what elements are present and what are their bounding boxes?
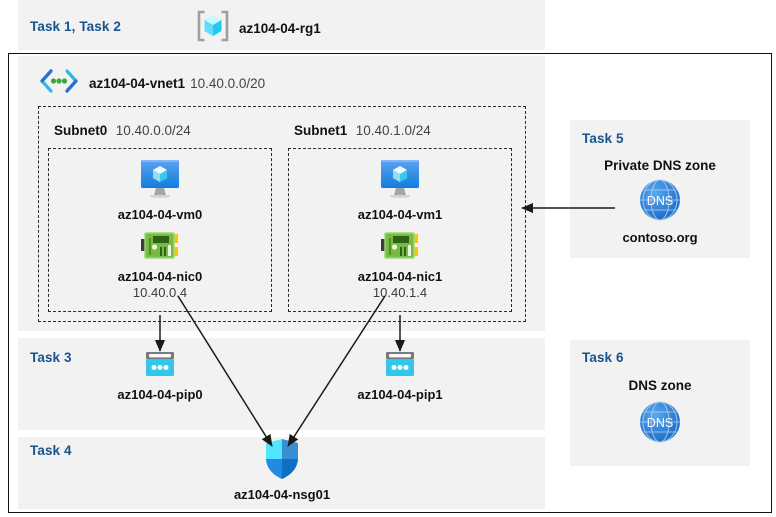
subnet0-cidr: 10.40.0.0/24 [115,123,191,138]
pip1-node[interactable]: az104-04-pip1 [340,350,460,402]
public-ip-address-icon [382,350,418,385]
vm1-label: az104-04-vm1 [357,207,443,222]
network-security-group-icon [263,438,301,485]
vm0-label: az104-04-vm0 [117,207,203,222]
dns-icon-text: DNS [647,194,673,208]
nsg-label: az104-04-nsg01 [233,487,331,502]
virtual-machine-icon [378,158,422,205]
vnet-name: az104-04-vnet1 [89,76,186,91]
pip1-label: az104-04-pip1 [357,387,443,402]
task3-panel [18,338,545,430]
public-ip-address-icon [142,350,178,385]
dns-zone-title: DNS zone [628,378,692,393]
subnet1-box [288,148,512,312]
vm1-node[interactable]: az104-04-vm1 [340,158,460,222]
resource-group-header: az104-04-rg1 [196,10,321,47]
resource-group-icon [196,10,230,47]
subnet1-cidr: 10.40.1.0/24 [355,123,431,138]
vnet-cidr: 10.40.0.0/20 [190,76,266,91]
task-label-5: Task 5 [582,131,624,146]
vnet-header: az104-04-vnet1 10.40.0.0/20 [38,68,265,99]
pip0-label: az104-04-pip0 [117,387,203,402]
dns-icon-text: DNS [647,416,673,430]
dns-zone-icon: DNS [637,399,683,450]
nic0-ip: 10.40.0.4 [132,285,188,300]
subnet1-title: Subnet1 10.40.1.0/24 [294,122,431,140]
network-interface-icon [140,230,180,267]
subnet0-title: Subnet0 10.40.0.0/24 [54,122,191,140]
subnet0-box [48,148,272,312]
private-dns-zone-title: Private DNS zone [604,158,716,173]
subnet1-name: Subnet1 [294,123,348,138]
nic0-node[interactable]: az104-04-nic0 10.40.0.4 [100,230,220,300]
nsg-node[interactable]: az104-04-nsg01 [222,438,342,502]
dns-zone-icon: DNS [637,177,683,228]
dns-zone-node[interactable]: DNS zone DNS [575,378,745,450]
task-label-6: Task 6 [582,350,624,365]
virtual-network-icon [38,68,80,99]
nic0-label: az104-04-nic0 [117,269,203,284]
virtual-machine-icon [138,158,182,205]
private-dns-zone-node[interactable]: Private DNS zone DNS contoso.org [575,158,745,245]
nic1-node[interactable]: az104-04-nic1 10.40.1.4 [340,230,460,300]
private-dns-zone-name: contoso.org [622,230,698,245]
vnet-band [18,56,545,331]
task-label-3: Task 3 [30,350,72,365]
network-interface-icon [380,230,420,267]
vm0-node[interactable]: az104-04-vm0 [100,158,220,222]
task-label-1-2: Task 1, Task 2 [30,19,121,34]
subnet0-name: Subnet0 [54,123,108,138]
resource-group-band [18,0,545,50]
nic1-label: az104-04-nic1 [357,269,443,284]
vnet-address-space-box [38,106,526,322]
pip0-node[interactable]: az104-04-pip0 [100,350,220,402]
task-label-4: Task 4 [30,443,72,458]
nic1-ip: 10.40.1.4 [372,285,428,300]
resource-group-name: az104-04-rg1 [239,21,321,36]
